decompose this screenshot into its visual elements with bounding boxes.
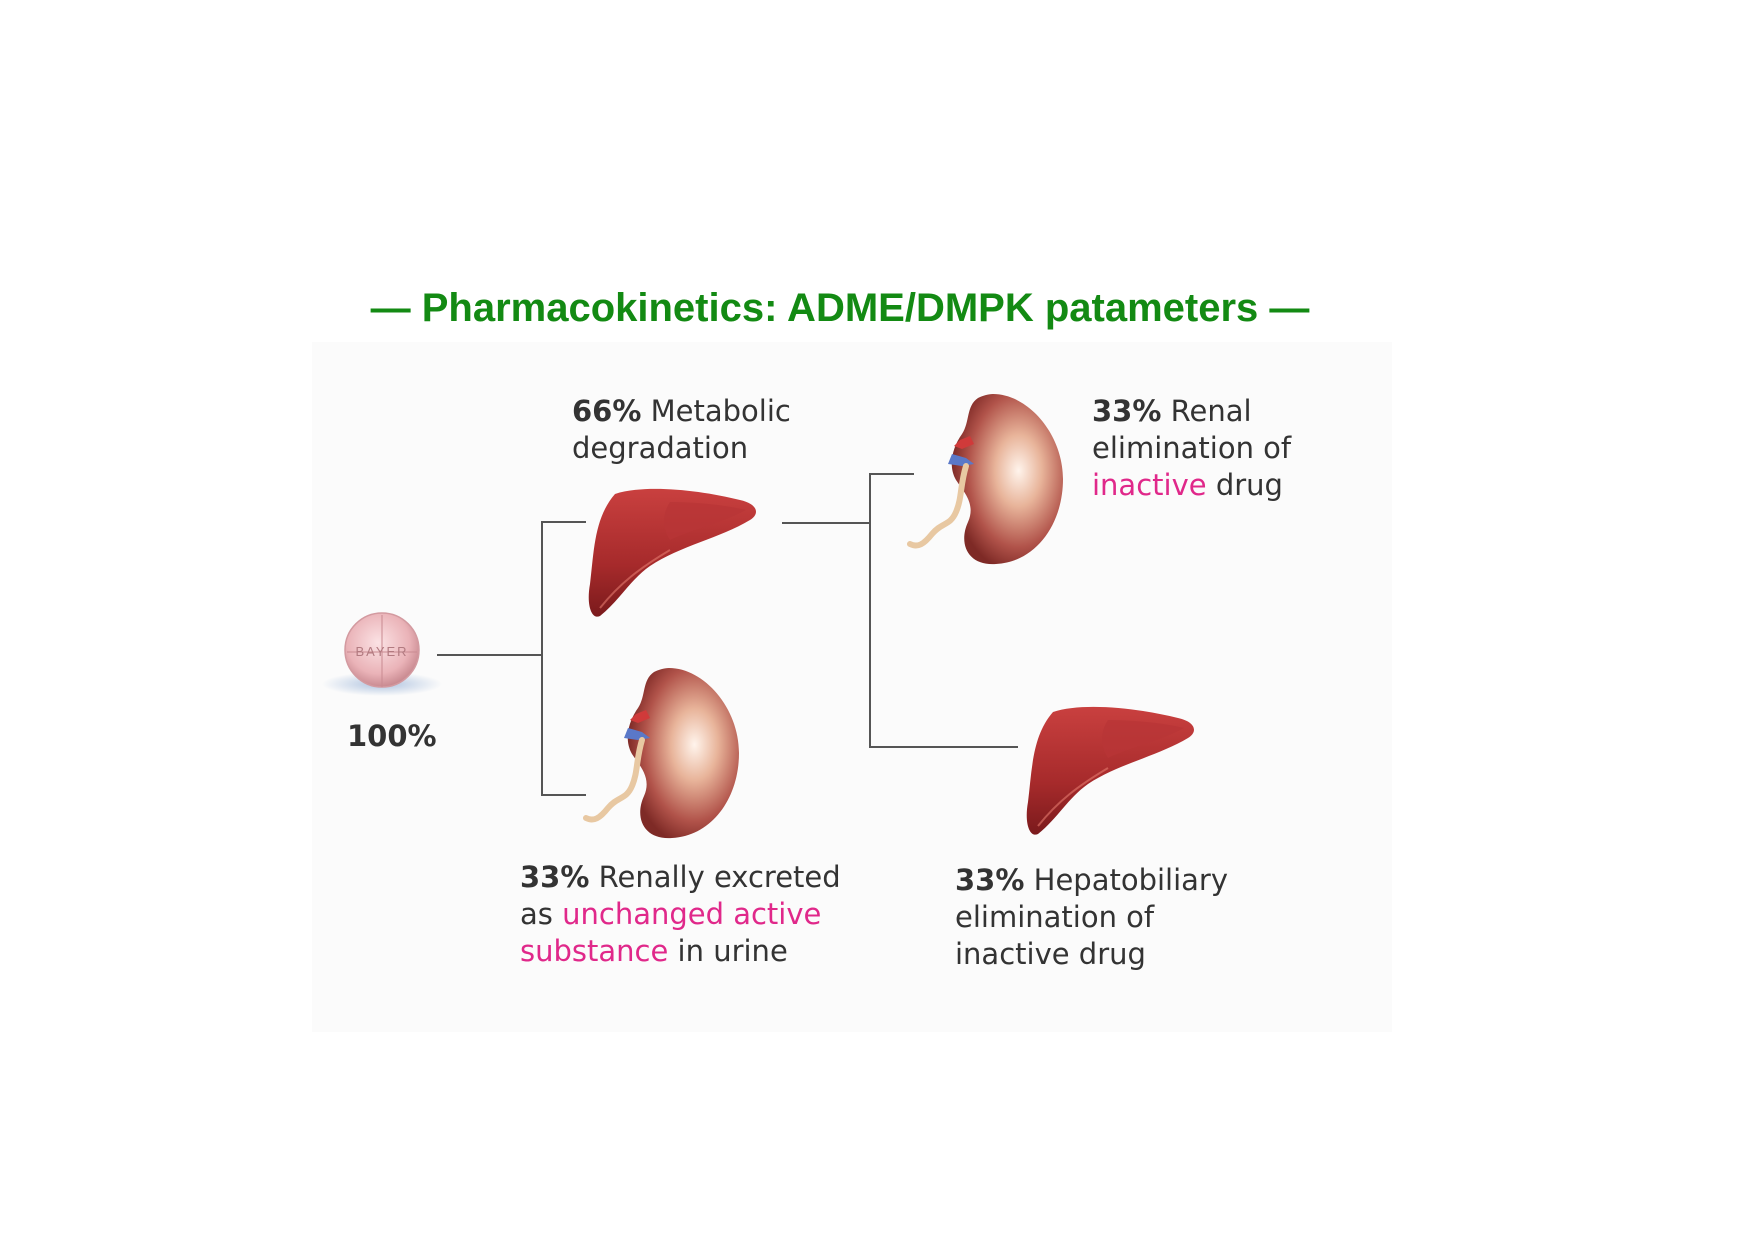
metabolic-label: 66% Metabolic degradation [572, 393, 791, 467]
hepatobiliary-line-1: 33% Hepatobiliary [955, 862, 1228, 899]
renal-unchanged-text-2: as [520, 897, 553, 931]
liver-icon [1026, 706, 1194, 835]
renal-unchanged-line-3: substance in urine [520, 933, 841, 970]
hepatobiliary-label: 33% Hepatobiliary elimination of inactiv… [955, 862, 1228, 973]
renal-inactive-text-1: Renal [1170, 394, 1252, 428]
hepatobiliary-text-1: Hepatobiliary [1033, 863, 1229, 897]
pill-percent: 100% [347, 719, 437, 753]
renal-inactive-label: 33% Renal elimination of inactive drug [1092, 393, 1291, 504]
renal-inactive-text-3: drug [1215, 468, 1283, 502]
renal-inactive-line-2: elimination of [1092, 431, 1292, 465]
renal-inactive-highlight: inactive [1092, 468, 1207, 502]
diagram-background [312, 342, 1392, 1032]
hepatobiliary-line-2: elimination of [955, 900, 1155, 934]
metabolic-line-1: 66% Metabolic [572, 393, 791, 430]
metabolic-text-1: Metabolic [650, 394, 791, 428]
pill-brand-horizontal: BAYER [355, 644, 408, 659]
renal-inactive-line-3: inactive drug [1092, 467, 1291, 504]
kidney-icon [907, 394, 1063, 565]
metabolic-line-2: degradation [572, 431, 749, 465]
renal-unchanged-highlight-1: unchanged active [562, 897, 822, 931]
renal-unchanged-text-1: Renally excreted [598, 860, 841, 894]
renal-unchanged-line-1: 33% Renally excreted [520, 859, 841, 896]
renal-unchanged-label: 33% Renally excreted as unchanged active… [520, 859, 841, 970]
hepatobiliary-line-3: inactive drug [955, 937, 1146, 971]
liver-icon [588, 488, 756, 617]
renal-unchanged-line-2: as unchanged active [520, 896, 841, 933]
pill-icon [322, 612, 442, 696]
hepatobiliary-percent: 33% [955, 863, 1025, 897]
connector-lines [437, 473, 1018, 796]
page-title: — Pharmacokinetics: ADME/DMPK patameters… [370, 286, 1310, 330]
kidney-icon [583, 668, 739, 839]
renal-inactive-line-1: 33% Renal [1092, 393, 1291, 430]
renal-unchanged-highlight-2: substance [520, 934, 669, 968]
renal-unchanged-percent: 33% [520, 860, 590, 894]
metabolic-percent: 66% [572, 394, 642, 428]
pill-percent-label: 100% [347, 718, 437, 755]
renal-unchanged-text-3: in urine [677, 934, 788, 968]
renal-inactive-percent: 33% [1092, 394, 1162, 428]
